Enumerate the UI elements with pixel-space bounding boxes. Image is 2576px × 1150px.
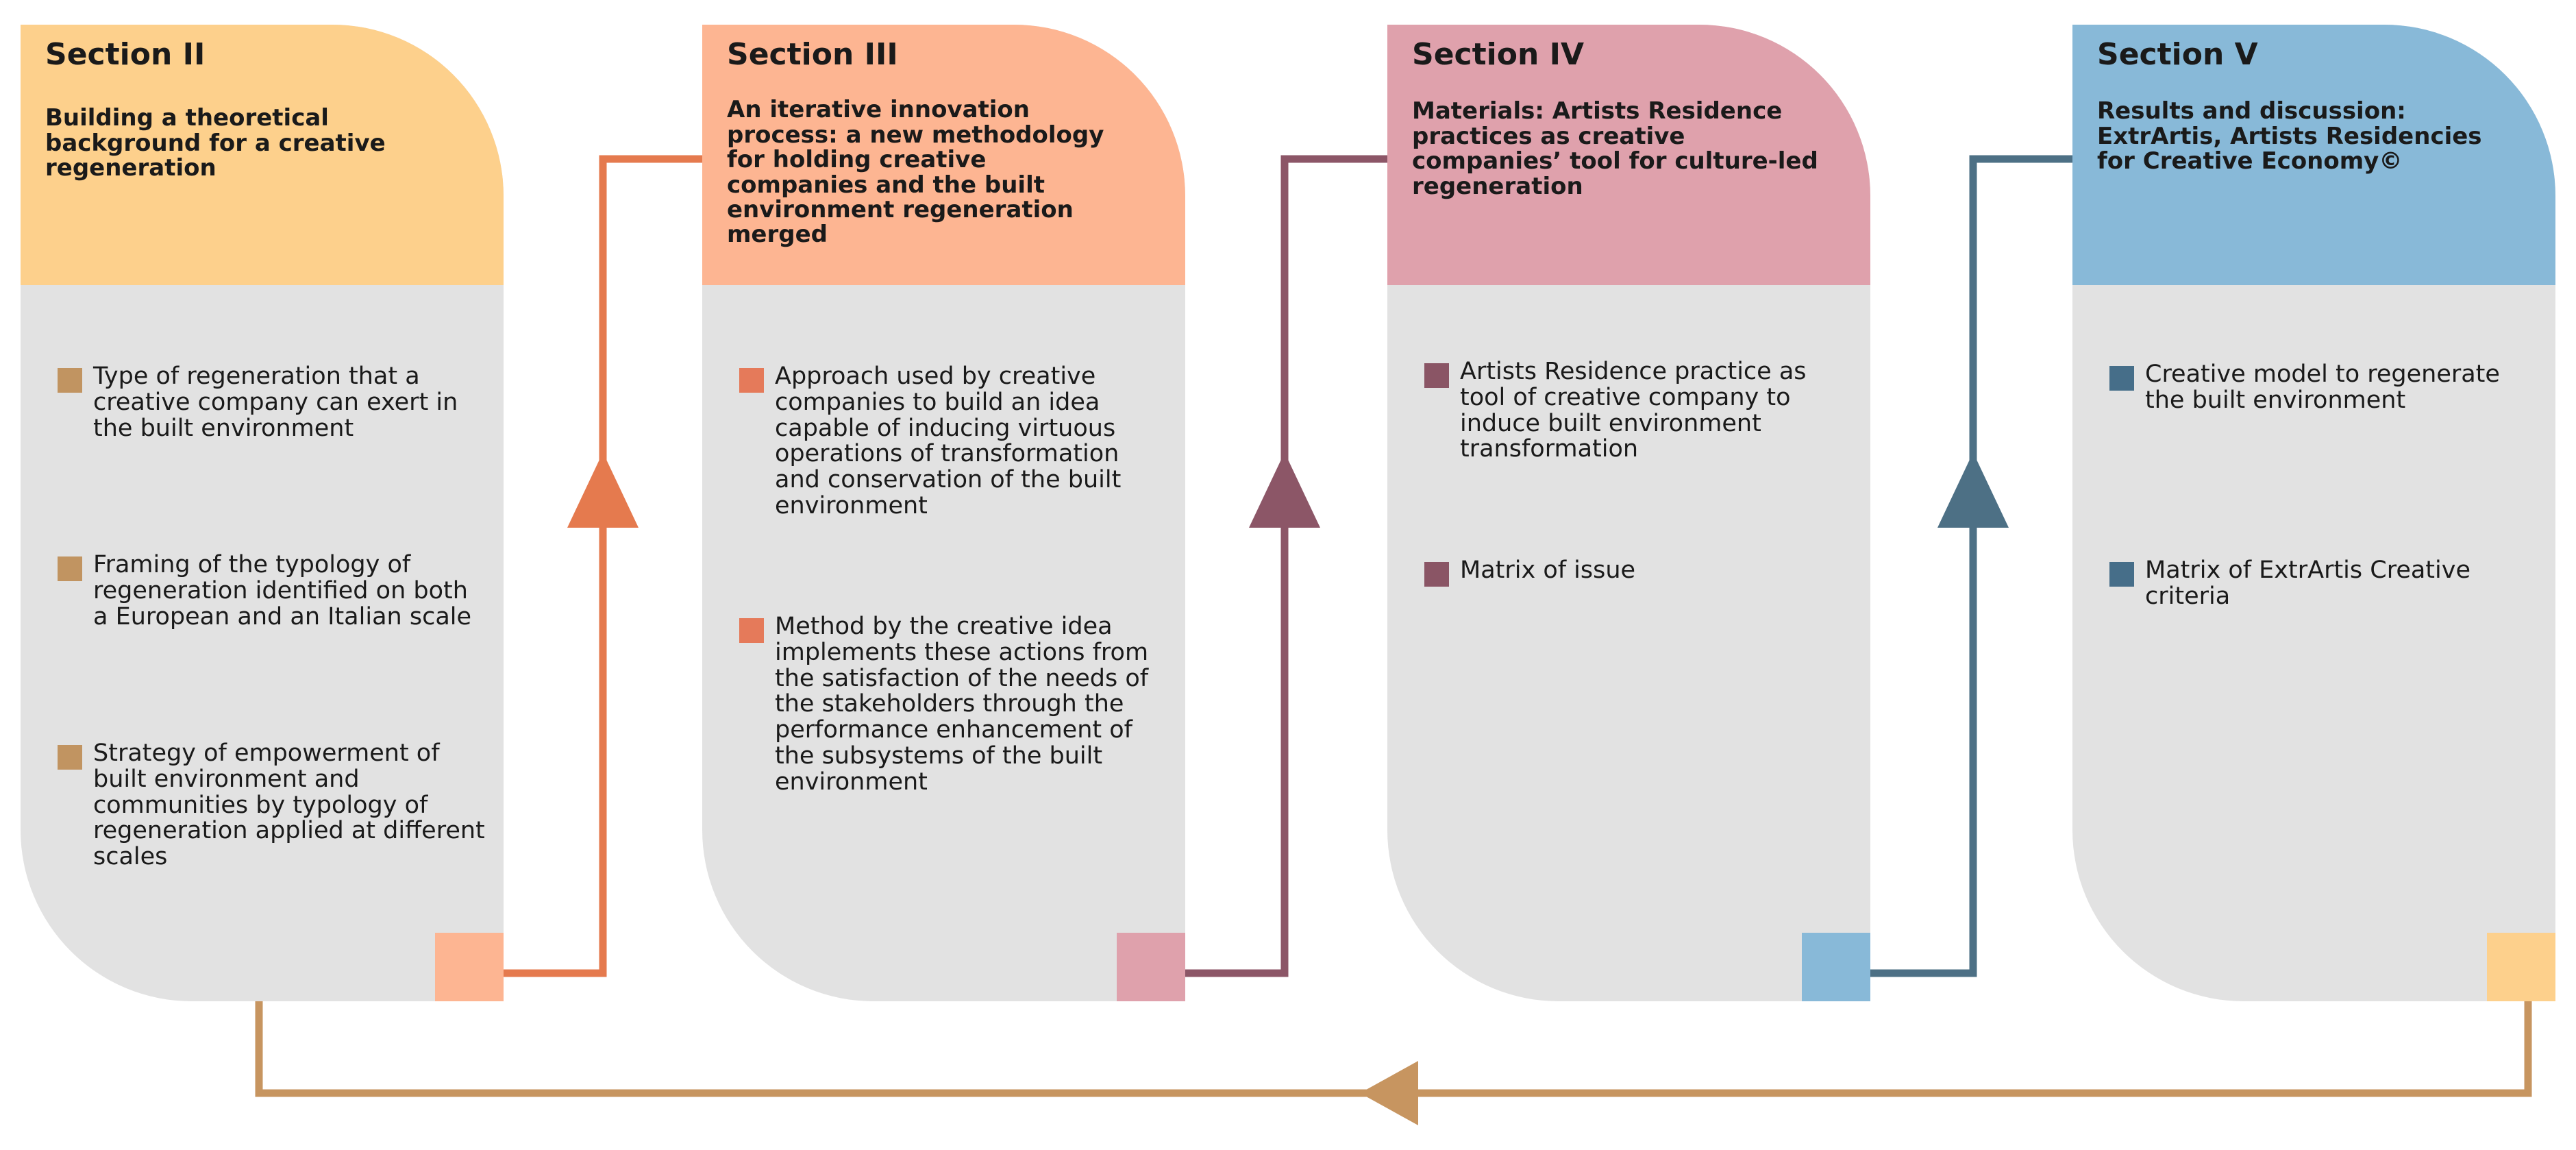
section-title: Section V bbox=[2097, 37, 2258, 72]
connector-section-3-to-4 bbox=[1185, 155, 1387, 977]
section-subtitle: Building a theoretical background for a … bbox=[45, 104, 386, 182]
list-item: Approach used by creative companies to b… bbox=[739, 363, 1169, 519]
list-item-text: Method by the creative idea implements t… bbox=[775, 613, 1149, 796]
list-item-text: Approach used by creative companies to b… bbox=[775, 363, 1122, 519]
list-item-text: Strategy of empowerment of built environ… bbox=[93, 739, 485, 871]
left-arrow-icon bbox=[1360, 1061, 1418, 1125]
square-bullet-icon bbox=[58, 556, 82, 581]
list-item: Artists Residence practice as tool of cr… bbox=[1424, 358, 1854, 463]
section-3-header: Section III An iterative innovation proc… bbox=[702, 25, 1185, 285]
square-bullet-icon bbox=[58, 368, 82, 393]
section-3-card: Section III An iterative innovation proc… bbox=[702, 25, 1185, 1001]
connector-section-4-to-5 bbox=[1867, 155, 2072, 977]
list-item: Matrix of ExtrArtis Creative criteria bbox=[2109, 556, 2539, 610]
section-2-header: Section II Building a theoretical backgr… bbox=[21, 25, 504, 285]
section-title: Section III bbox=[727, 37, 898, 72]
list-item-text: Framing of the typology of regeneration … bbox=[93, 551, 472, 631]
up-arrow-icon bbox=[567, 452, 639, 528]
square-bullet-icon bbox=[1424, 562, 1449, 587]
list-item: Framing of the typology of regeneration … bbox=[58, 552, 487, 630]
square-bullet-icon bbox=[2109, 562, 2134, 587]
section-title: Section IV bbox=[1412, 37, 1585, 72]
up-arrow-icon bbox=[1249, 452, 1320, 528]
corner-square bbox=[2487, 933, 2555, 1001]
corner-square bbox=[435, 933, 504, 1001]
section-4-card: Section IV Materials: Artists Residence … bbox=[1387, 25, 1870, 1001]
up-arrow-icon bbox=[1937, 452, 2009, 528]
list-item-text: Matrix of issue bbox=[1460, 556, 1636, 584]
section-subtitle: Results and discussion: ExtrArtis, Artis… bbox=[2097, 97, 2482, 175]
section-4-header: Section IV Materials: Artists Residence … bbox=[1387, 25, 1870, 285]
square-bullet-icon bbox=[1424, 363, 1449, 388]
list-item-text: Type of regeneration that a creative com… bbox=[93, 363, 458, 442]
section-2-card: Section II Building a theoretical backgr… bbox=[21, 25, 504, 1001]
corner-square bbox=[1802, 933, 1870, 1001]
list-item: Method by the creative idea implements t… bbox=[739, 613, 1169, 796]
square-bullet-icon bbox=[739, 368, 764, 393]
square-bullet-icon bbox=[739, 618, 764, 643]
section-5-card: Section V Results and discussion: ExtrAr… bbox=[2072, 25, 2555, 1001]
list-item: Matrix of issue bbox=[1424, 556, 1854, 587]
list-item-text: Artists Residence practice as tool of cr… bbox=[1460, 358, 1807, 463]
list-item: Strategy of empowerment of built environ… bbox=[58, 739, 487, 871]
list-item: Type of regeneration that a creative com… bbox=[58, 363, 487, 442]
square-bullet-icon bbox=[2109, 366, 2134, 391]
section-subtitle: Materials: Artists Residence practices a… bbox=[1412, 97, 1818, 200]
corner-square bbox=[1117, 933, 1185, 1001]
section-subtitle: An iterative innovation process: a new m… bbox=[727, 96, 1104, 249]
section-title: Section II bbox=[45, 37, 206, 72]
square-bullet-icon bbox=[58, 745, 82, 770]
list-item-text: Matrix of ExtrArtis Creative criteria bbox=[2145, 556, 2470, 610]
return-loop-connector bbox=[255, 1001, 2532, 1125]
list-item-text: Creative model to regenerate the built e… bbox=[2145, 360, 2500, 414]
list-item: Creative model to regenerate the built e… bbox=[2109, 360, 2539, 414]
connector-section-2-to-3 bbox=[504, 155, 706, 977]
section-5-header: Section V Results and discussion: ExtrAr… bbox=[2072, 25, 2555, 285]
